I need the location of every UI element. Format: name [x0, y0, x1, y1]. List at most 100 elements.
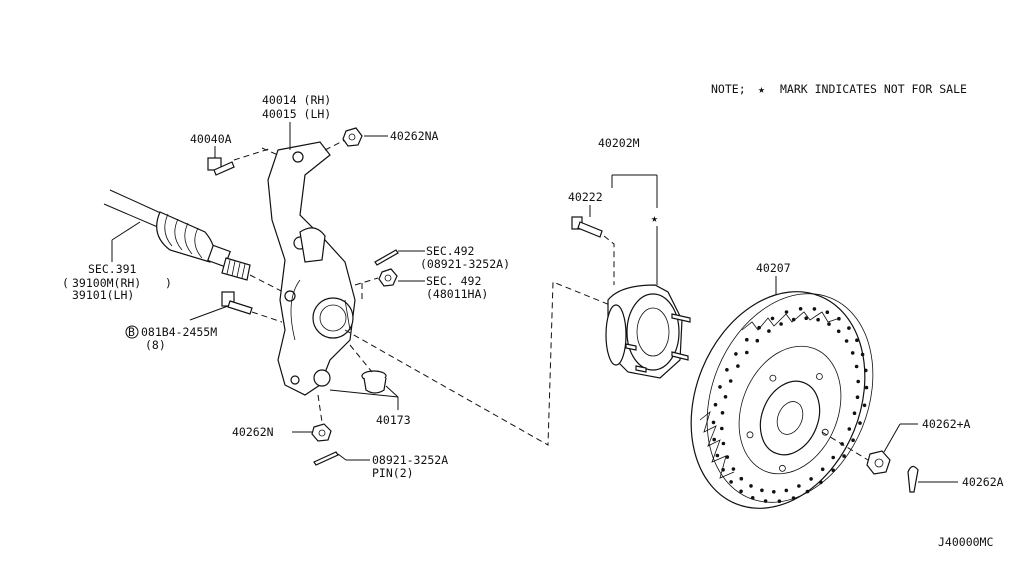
- cotter-pin-40262a[interactable]: [907, 465, 919, 493]
- nut-40262-plus-a-label: 40262+A: [922, 417, 971, 431]
- sec391-leader: [111, 221, 141, 241]
- rotor-drill-hole: [718, 385, 722, 389]
- rotor-drill-hole: [798, 307, 803, 311]
- nut-40262-plus-a-leader-a: [883, 423, 901, 453]
- stud-dash: [603, 235, 615, 285]
- rotor-drill-hole: [745, 350, 749, 355]
- sec492-a-sub-label: (08921-3252A): [420, 257, 510, 271]
- nut-40262-plus-a[interactable]: [866, 450, 891, 475]
- brake-rotor[interactable]: [660, 265, 903, 534]
- nut-40262n[interactable]: [311, 423, 332, 442]
- steering-knuckle[interactable]: [267, 141, 356, 396]
- drive-shaft[interactable]: [103, 189, 251, 281]
- rotor-drill-hole: [860, 352, 865, 357]
- rotor-drill-hole: [844, 339, 849, 343]
- rotor-drill-hole: [720, 426, 724, 431]
- note-prefix: NOTE;: [711, 82, 746, 96]
- rotor-drill-hole: [772, 490, 776, 494]
- cotter-pin-40262a-label: 40262A: [962, 475, 1004, 489]
- rotor-drill-hole: [770, 316, 775, 321]
- rotor-drill-hole: [825, 310, 830, 315]
- bushing-leader-a: [329, 389, 399, 398]
- rotor-drill-hole: [850, 351, 855, 355]
- rotor-drill-hole: [760, 488, 764, 493]
- rotor-drill-hole: [864, 368, 868, 373]
- shaft-rh-bracket-close: ): [165, 276, 172, 290]
- rotor-drill-hole: [831, 455, 835, 460]
- pin-label: 08921-3252A: [372, 453, 448, 467]
- hub-assembly[interactable]: [605, 284, 691, 379]
- bolt-081b4-dash: [251, 311, 283, 323]
- knuckle-hub-dash: [344, 281, 611, 446]
- bushing-leader-b: [385, 385, 399, 398]
- rotor-drill-hole: [736, 364, 740, 368]
- sec492-b-sub-label: (48011HA): [426, 287, 488, 301]
- nut-40262na-dash: [324, 139, 346, 151]
- sec492-nut-dash: [354, 277, 379, 286]
- rotor-drill-hole: [862, 403, 867, 408]
- rotor-drill-hole: [739, 476, 744, 481]
- rotor-drill-hole: [757, 325, 761, 330]
- rotor-drill-hole: [729, 480, 733, 484]
- rotor-drill-hole: [836, 329, 841, 334]
- rotor-drill-hole: [731, 467, 736, 471]
- stud-40222[interactable]: [571, 216, 603, 238]
- bolt-081b4[interactable]: [221, 291, 253, 315]
- rotor-drill-hole: [852, 411, 857, 416]
- rotor-drill-hole: [734, 352, 738, 356]
- bolt-40040a-label: 40040A: [190, 132, 232, 146]
- bushing-40173-label: 40173: [376, 413, 411, 427]
- rotor-drill-hole: [819, 480, 823, 485]
- rotor-drill-hole: [749, 484, 753, 488]
- bolt-081b4-leader: [189, 305, 229, 321]
- rotor-drill-hole: [712, 437, 716, 442]
- rotor-drill-hole: [831, 468, 835, 473]
- rotor-drill-hole: [854, 364, 859, 369]
- pin-leader-a: [337, 453, 347, 461]
- rotor-drill-hole: [804, 316, 808, 321]
- nut-40262na[interactable]: [342, 127, 363, 147]
- rotor-stud-hole: [769, 374, 777, 382]
- rotor-drill-holes: [711, 307, 869, 504]
- sec492-nut-part[interactable]: [378, 268, 398, 287]
- pin-part[interactable]: [313, 451, 339, 466]
- bolt-081b4-label: 081B4-2455M: [141, 325, 217, 339]
- shaft-rh-label: 39100M(RH): [72, 276, 141, 290]
- sec492-pin-part[interactable]: [374, 249, 399, 266]
- knuckle-top-dash: [261, 147, 279, 156]
- bushing-40173[interactable]: [361, 370, 387, 394]
- rotor-drill-hole: [750, 496, 755, 500]
- rotor-drill-hole: [855, 338, 859, 343]
- rotor-drill-hole: [842, 454, 846, 458]
- bolt-40040a[interactable]: [207, 157, 235, 176]
- rotor-label: 40207: [756, 261, 791, 275]
- rotor-drill-hole: [725, 455, 730, 459]
- rotor-drill-hole: [720, 411, 725, 415]
- hub-not-for-sale-star: ★: [651, 211, 658, 225]
- nut-40262n-dash: [317, 394, 323, 423]
- bolt-prefix-circle: [125, 325, 139, 339]
- rotor-drill-hole: [721, 468, 725, 472]
- bushing-dash: [349, 344, 373, 373]
- rotor-drill-hole: [797, 484, 801, 488]
- rotor-drill-hole: [791, 317, 796, 322]
- sec391-label: SEC.391: [88, 262, 137, 276]
- rotor-stud-hole: [746, 431, 754, 439]
- rotor-drill-hole: [784, 310, 789, 314]
- rotor-drill-hole: [739, 489, 743, 494]
- knuckle-lh-label: 40015 (LH): [262, 107, 331, 121]
- diagram-code: J40000MC: [938, 535, 993, 549]
- rotor-drill-hole: [847, 427, 852, 431]
- rotor-drill-hole: [855, 395, 860, 400]
- knuckle-rh-label: 40014 (RH): [262, 93, 331, 107]
- nut-40262-plus-a-dash: [821, 431, 869, 461]
- pin-qty-label: PIN(2): [372, 466, 414, 480]
- rotor-drill-hole: [711, 420, 716, 425]
- rotor-drill-hole: [805, 489, 810, 494]
- shaft-lh-label: 39101(LH): [72, 288, 134, 302]
- rotor-drill-hole: [721, 441, 726, 446]
- bolt-qty-label: (8): [145, 338, 166, 352]
- hub-assy-label: 40202M: [598, 136, 640, 150]
- rotor-drill-hole: [777, 499, 782, 504]
